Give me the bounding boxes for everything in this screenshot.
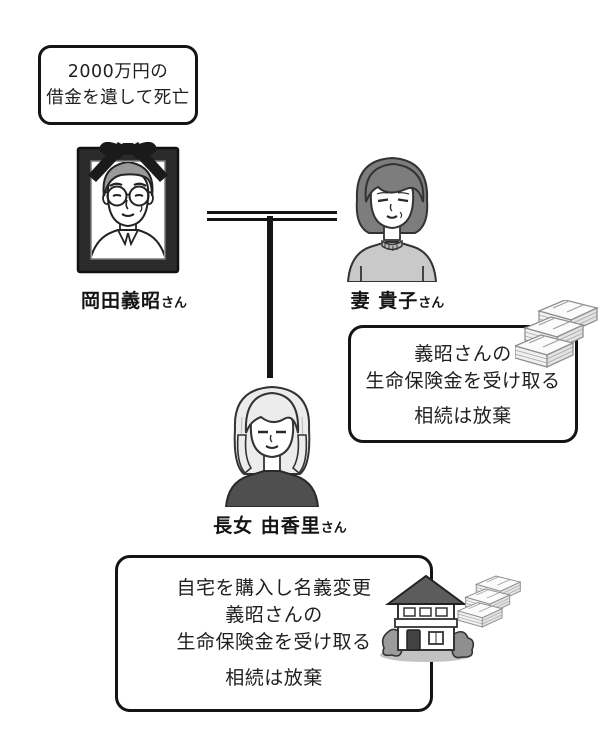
- daughter-figure: [218, 377, 326, 507]
- daughter-note-line: 生命保険金を受け取る: [176, 631, 372, 653]
- house-and-money-icons: [376, 566, 521, 666]
- debt-note-line: 2000万円の: [67, 62, 169, 82]
- wife-figure: [336, 142, 448, 282]
- wife-money-stack-icon: [515, 300, 599, 370]
- wife-note-line: 義昭さんの: [414, 342, 512, 365]
- daughter-note-line: 自宅を購入し名義変更: [176, 577, 372, 599]
- daughter-note-line: 相続は放棄: [225, 667, 323, 689]
- daughter-note-line: 義昭さんの: [225, 604, 323, 626]
- debt-note-line: 借金を遺して死亡: [46, 88, 190, 108]
- wife-note-line: 生命保険金を受け取る: [365, 369, 561, 392]
- daughter-money-stack-icon: [457, 575, 521, 628]
- daughter-illustration-icon: [224, 385, 320, 507]
- wife-name-label: 妻 貴子さん: [350, 290, 445, 312]
- debt-note-box: 2000万円の 借金を遺して死亡: [38, 45, 198, 125]
- wife-illustration-icon: [346, 156, 438, 282]
- mourning-ribbon-icon: [88, 141, 168, 182]
- wife-note-line: 相続は放棄: [414, 404, 512, 427]
- father-name-label: 岡田義昭さん: [80, 290, 188, 312]
- house-icon: [380, 574, 475, 662]
- portrait-photo-icon: [76, 141, 180, 274]
- daughter-note-box: 自宅を購入し名義変更 義昭さんの 生命保険金を受け取る 相続は放棄: [115, 555, 433, 712]
- wife-note-box: 義昭さんの 生命保険金を受け取る 相続は放棄: [348, 325, 578, 443]
- deceased-portrait-figure: [62, 134, 194, 282]
- descent-line: [267, 216, 273, 378]
- daughter-name-label: 長女 由香里さん: [213, 515, 347, 537]
